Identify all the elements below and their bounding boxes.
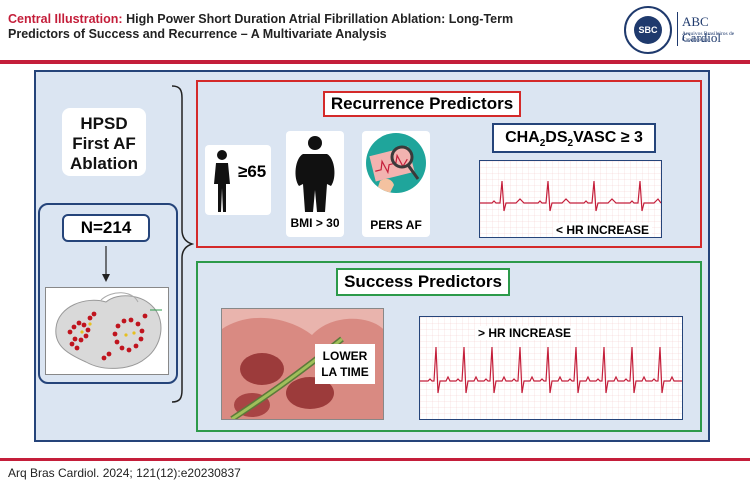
recurrence-title: Recurrence Predictors [323, 91, 521, 117]
hr-increase-low-label: < HR INCREASE [553, 223, 653, 237]
down-arrow-icon [102, 246, 110, 282]
success-panel [196, 261, 702, 432]
sbc-seal-logo: SBC [624, 6, 672, 54]
magnifier-ecg-icon [366, 133, 426, 193]
grouping-brace [171, 85, 194, 403]
header-divider [0, 60, 750, 64]
success-title: Success Predictors [336, 268, 510, 296]
persistent-af-label: PERS AF [370, 218, 422, 232]
obese-person-icon [295, 136, 335, 212]
citation: Arq Bras Cardiol. 2024; 121(12):e2023083… [8, 466, 241, 480]
recurrence-panel [196, 80, 702, 248]
bmi-label: BMI > 30 [290, 216, 340, 230]
hr-increase-high-label: > HR INCREASE [475, 326, 575, 340]
cohort-panel [38, 203, 178, 384]
page-title: Central Illustration: High Power Short D… [8, 12, 514, 41]
left-atrium-ablation-map [45, 287, 169, 375]
journal-name: ABC Cardiol [682, 14, 721, 45]
cohort-size-label: N=214 [62, 214, 150, 242]
ecg-strip-high-hr [419, 316, 683, 420]
age-threshold: ≥65 [238, 162, 267, 181]
lower-la-time-label: LOWER LA TIME [315, 344, 375, 384]
hpsd-box: HPSD First AF Ablation [62, 108, 146, 176]
person-standing-icon [214, 150, 230, 212]
cha2ds2vasc-label: CHA2DS2VASC ≥ 3 [492, 123, 656, 153]
footer-divider [0, 458, 750, 461]
logo-divider [677, 12, 678, 46]
journal-subtitle: Arquivos Brasileiros de Cardiologia [682, 31, 735, 43]
